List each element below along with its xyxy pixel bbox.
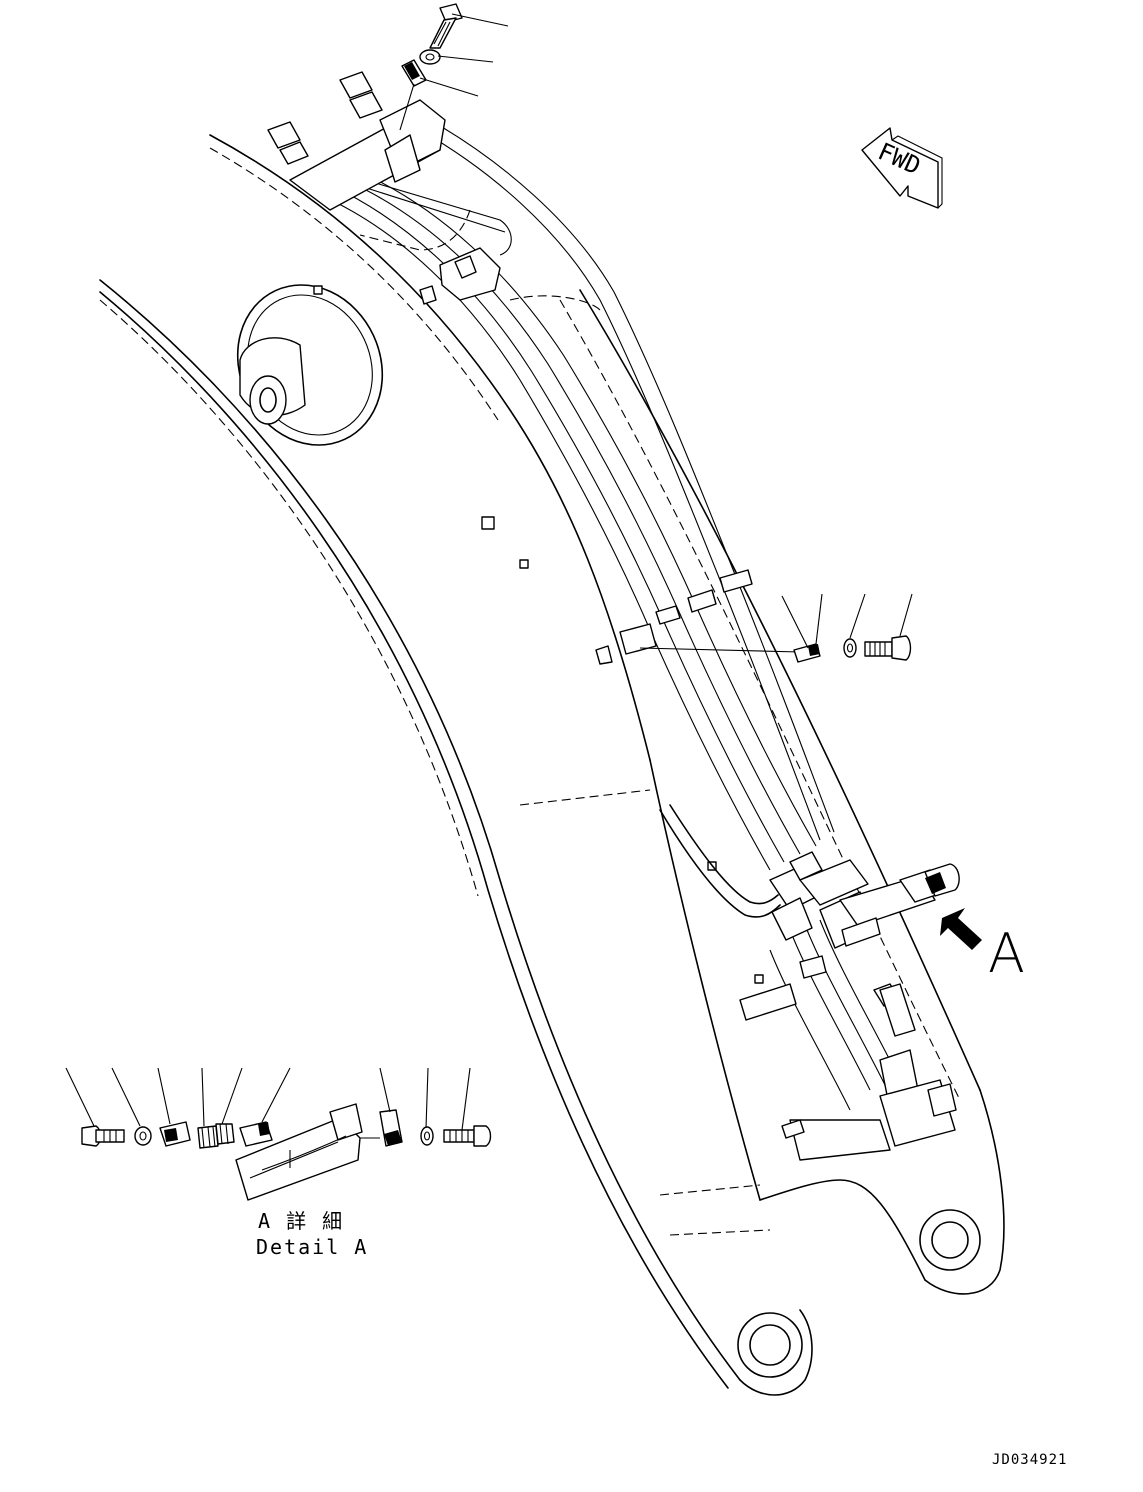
lower-fittings [739,851,960,1161]
detail-a-parts [65,1067,492,1201]
arm-bolts [313,285,764,984]
detail-title-en: Detail A [256,1235,368,1259]
cylinder-boss [236,284,384,446]
top-fittings [267,71,501,305]
fwd-direction-marker: FWD [861,127,943,209]
top-bolt-assembly [399,3,509,131]
mid-bolt-assembly [781,593,913,663]
hydraulic-pipes [306,119,901,1111]
view-marker-label: A [988,922,1025,985]
arm-outline [99,134,1005,1396]
drawing-code: JD034921 [992,1452,1067,1468]
mid-clamps [595,569,801,665]
view-arrow: A [940,908,1025,985]
detail-title-jp: A 詳 細 [258,1209,344,1233]
